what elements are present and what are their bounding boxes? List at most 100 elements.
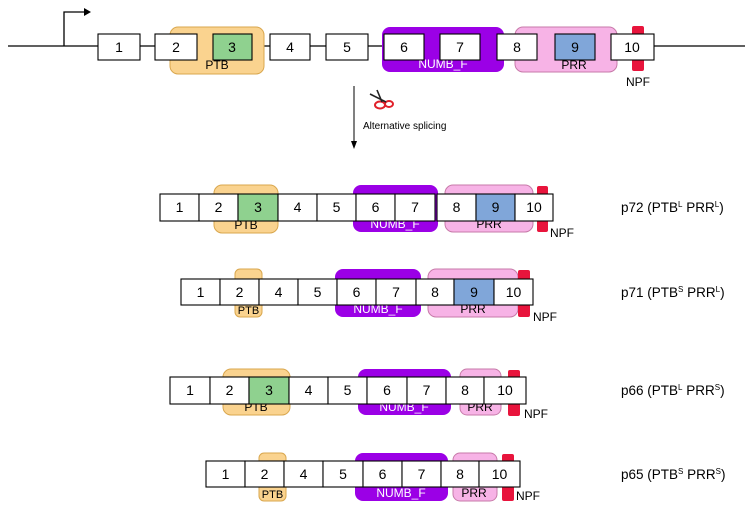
exon: 4 bbox=[288, 376, 329, 405]
svg-text:7: 7 bbox=[423, 382, 431, 398]
exon: 6 bbox=[355, 193, 396, 222]
exon: 10 bbox=[483, 376, 527, 405]
svg-text:1: 1 bbox=[176, 199, 184, 215]
exon: 6 bbox=[383, 33, 425, 61]
isoform-p72: PTB NUMB_F PRR NPF 1 2 3 4 5 6 7 8 9 10 … bbox=[159, 184, 724, 240]
exon-alternative: 3 bbox=[248, 376, 290, 405]
svg-text:6: 6 bbox=[353, 284, 361, 300]
exon-alternative: 9 bbox=[475, 193, 516, 222]
svg-text:5: 5 bbox=[343, 39, 351, 55]
exon: 7 bbox=[375, 278, 417, 306]
exon: 5 bbox=[327, 376, 368, 405]
svg-text:6: 6 bbox=[379, 466, 387, 482]
svg-text:2: 2 bbox=[226, 382, 234, 398]
exon: 5 bbox=[325, 33, 369, 61]
isoform-label: p71 (PTBS PRRL) bbox=[621, 285, 725, 300]
svg-text:4: 4 bbox=[300, 466, 308, 482]
exon: 2 bbox=[154, 33, 198, 61]
svg-text:2: 2 bbox=[215, 199, 223, 215]
svg-text:2: 2 bbox=[236, 284, 244, 300]
ptb-domain-label: PTB bbox=[205, 58, 228, 72]
svg-text:5: 5 bbox=[344, 382, 352, 398]
svg-text:10: 10 bbox=[624, 39, 640, 55]
svg-text:7: 7 bbox=[418, 466, 426, 482]
exon: 7 bbox=[406, 376, 447, 405]
exon: 8 bbox=[436, 193, 477, 222]
svg-text:10: 10 bbox=[497, 382, 513, 398]
splicing-arrow bbox=[351, 86, 357, 149]
svg-text:3: 3 bbox=[228, 39, 236, 55]
svg-text:8: 8 bbox=[431, 284, 439, 300]
svg-text:1: 1 bbox=[186, 382, 194, 398]
exon: 8 bbox=[440, 460, 480, 488]
prr-domain-label: PRR bbox=[461, 486, 487, 500]
svg-text:8: 8 bbox=[461, 382, 469, 398]
svg-text:8: 8 bbox=[453, 199, 461, 215]
ptb-domain-label: PTB bbox=[238, 305, 259, 317]
exon: 4 bbox=[269, 33, 311, 61]
svg-text:10: 10 bbox=[506, 284, 522, 300]
exon: 10 bbox=[514, 193, 554, 222]
svg-text:7: 7 bbox=[411, 199, 419, 215]
exon: 4 bbox=[258, 278, 299, 306]
exon: 1 bbox=[180, 278, 221, 306]
svg-text:6: 6 bbox=[400, 39, 408, 55]
exon: 2 bbox=[209, 376, 250, 405]
svg-text:8: 8 bbox=[456, 466, 464, 482]
exon: 7 bbox=[394, 193, 436, 222]
isoform-label: p72 (PTBL PRRL) bbox=[621, 200, 724, 215]
svg-text:10: 10 bbox=[526, 199, 542, 215]
exon: 4 bbox=[283, 460, 324, 488]
svg-text:6: 6 bbox=[383, 382, 391, 398]
npf-motif-label: NPF bbox=[524, 407, 548, 421]
svg-text:9: 9 bbox=[470, 284, 478, 300]
exon-alternative: 3 bbox=[237, 193, 279, 222]
exon: 7 bbox=[401, 460, 442, 488]
svg-text:9: 9 bbox=[492, 199, 500, 215]
gene-structure: PTB NUMB_F PRR NPF 1 2 3 4 5 6 bbox=[8, 8, 745, 89]
isoform-p71: PTB NUMB_F PRR NPF 1 2 4 5 6 7 8 9 10 p7… bbox=[180, 268, 725, 324]
svg-text:1: 1 bbox=[197, 284, 205, 300]
scissors-icon bbox=[369, 89, 394, 110]
isoform-p65: PTB NUMB_F PRR NPF 1 2 4 5 6 7 8 10 p65 … bbox=[205, 452, 726, 503]
prr-domain-label: PRR bbox=[561, 58, 587, 72]
exon: 8 bbox=[496, 33, 538, 61]
exon: 6 bbox=[336, 278, 377, 306]
ptb-domain-label: PTB bbox=[262, 489, 283, 501]
exon: 10 bbox=[610, 33, 655, 61]
alternative-splicing-label: Alternative splicing bbox=[363, 121, 446, 132]
svg-text:2: 2 bbox=[261, 466, 269, 482]
exon: 6 bbox=[362, 460, 403, 488]
promoter-arrow-icon bbox=[63, 11, 84, 46]
exon: 1 bbox=[159, 193, 200, 222]
isoform-label: p65 (PTBS PRRS) bbox=[621, 467, 726, 482]
exon: 10 bbox=[478, 460, 521, 488]
isoform-label: p66 (PTBL PRRS) bbox=[621, 383, 725, 398]
exon: 1 bbox=[169, 376, 211, 405]
svg-text:5: 5 bbox=[339, 466, 347, 482]
npf-motif-label: NPF bbox=[550, 226, 574, 240]
svg-text:10: 10 bbox=[492, 466, 508, 482]
exon: 5 bbox=[297, 278, 338, 306]
svg-text:3: 3 bbox=[265, 382, 273, 398]
exon: 10 bbox=[493, 278, 534, 306]
svg-text:4: 4 bbox=[305, 382, 313, 398]
exon: 2 bbox=[244, 460, 285, 488]
svg-text:1: 1 bbox=[115, 39, 123, 55]
exon: 5 bbox=[322, 460, 364, 488]
exon: 5 bbox=[316, 193, 357, 222]
exon: 6 bbox=[366, 376, 408, 405]
svg-text:5: 5 bbox=[333, 199, 341, 215]
exon-alternative: 9 bbox=[453, 278, 495, 306]
exon: 1 bbox=[97, 33, 141, 61]
promoter-arrowhead bbox=[84, 8, 91, 16]
svg-text:4: 4 bbox=[294, 199, 302, 215]
exon: 8 bbox=[415, 278, 455, 306]
svg-text:4: 4 bbox=[286, 39, 294, 55]
svg-text:5: 5 bbox=[314, 284, 322, 300]
svg-text:9: 9 bbox=[571, 39, 579, 55]
svg-text:4: 4 bbox=[275, 284, 283, 300]
npf-motif-label: NPF bbox=[626, 75, 650, 89]
exon: 4 bbox=[277, 193, 318, 222]
